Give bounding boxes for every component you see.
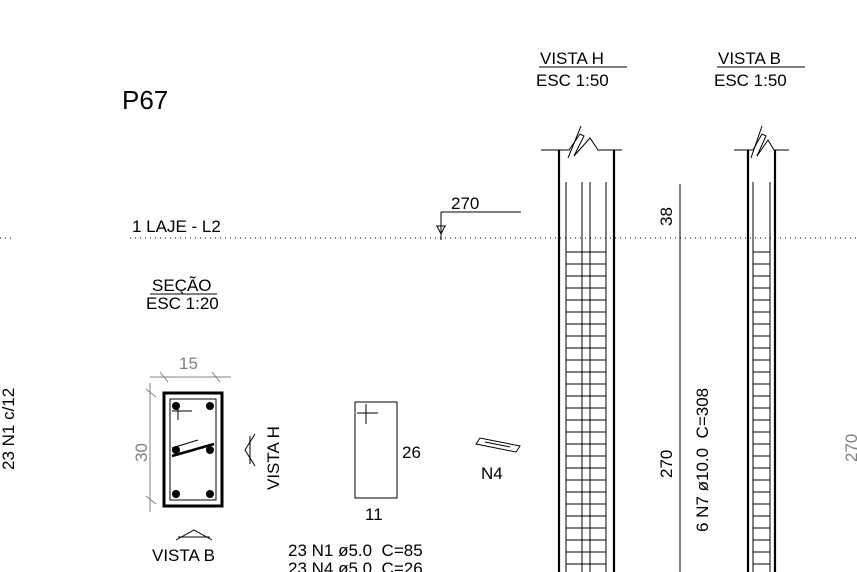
view-arrow-h: VISTA H	[244, 426, 283, 490]
section-name: SEÇÃO	[152, 276, 212, 295]
column-section: 15 30	[132, 354, 231, 512]
level-marker	[436, 211, 521, 240]
rebar-dot	[206, 446, 214, 454]
bar-label: 6 N7 ø10.0 C=308	[693, 388, 712, 532]
top-dimension: 38	[657, 207, 676, 226]
bar-row: 23 N1 ø5.0 C=85	[288, 541, 423, 560]
rebar-dot	[206, 402, 214, 410]
view-h-scale: ESC 1:50	[536, 71, 609, 90]
height-dimension: 270	[657, 450, 676, 478]
arrow-h-label: VISTA H	[264, 426, 283, 490]
rebar-dot	[172, 446, 180, 454]
stirrup-shape: 26 11	[354, 401, 421, 524]
column-elevation-b	[734, 125, 789, 572]
view-h-name: VISTA H	[540, 49, 604, 68]
view-arrow-b: VISTA B	[152, 529, 215, 565]
view-heading-b: VISTA B ESC 1:50	[714, 49, 805, 90]
section-heading: SEÇÃO ESC 1:20	[146, 276, 219, 313]
vertical-dimension: 38 270 6 N7 ø10.0 C=308	[657, 184, 712, 572]
section-width: 15	[179, 354, 198, 373]
bar-row: 23 N4 ø5.0 C=26	[288, 559, 423, 572]
stirrup-height: 26	[402, 443, 421, 462]
rebar-dot	[172, 490, 180, 498]
hook-n4: N4	[475, 437, 521, 483]
section-scale: ESC 1:20	[146, 294, 219, 313]
hook-label: N4	[481, 464, 503, 483]
view-b-scale: ESC 1:50	[714, 71, 787, 90]
stirrup-width: 11	[365, 505, 383, 524]
rebar-dot	[172, 402, 180, 410]
level-label: 1 LAJE - L2	[132, 217, 221, 236]
left-edge-label: 23 N1 c/12	[0, 388, 18, 470]
right-dimension: 270	[842, 434, 857, 462]
column-elevation-h	[541, 125, 622, 572]
view-b-name: VISTA B	[718, 49, 781, 68]
section-height: 30	[132, 443, 151, 462]
page-title: P67	[122, 85, 168, 115]
arrow-b-label: VISTA B	[152, 546, 215, 565]
view-heading-h: VISTA H ESC 1:50	[536, 49, 627, 90]
level-value: 270	[451, 194, 479, 213]
rebar-dot	[206, 490, 214, 498]
